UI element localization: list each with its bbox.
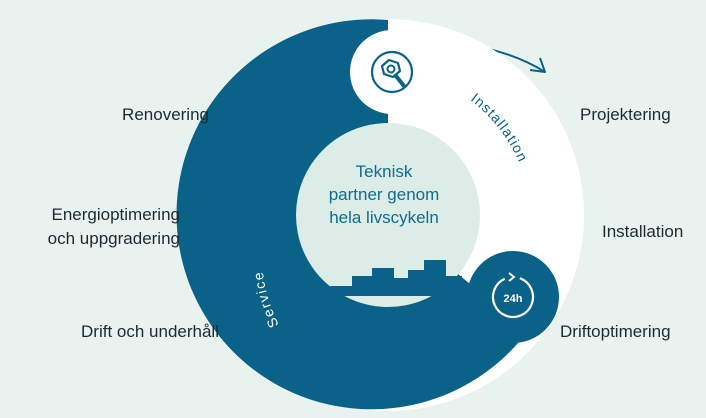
phase-renovering: Renovering — [122, 105, 209, 124]
center-line-1: Teknisk — [355, 162, 413, 181]
phase-energi-line-2: och uppgradering — [47, 229, 180, 248]
clock-badge — [467, 251, 559, 343]
city-skyline-icon — [330, 260, 470, 296]
phase-projektering: Projektering — [580, 105, 671, 124]
badge-24h: 24h — [504, 293, 523, 305]
wrench-nut-icon — [370, 50, 414, 94]
center-line-2: partner genom — [328, 185, 440, 204]
top-arrowhead — [529, 57, 546, 73]
phase-energi-line-1: Energioptimering — [51, 205, 180, 224]
phase-drift-underhall: Drift och underhåll — [81, 322, 219, 341]
center-line-3: hela livscykeln — [329, 208, 439, 227]
phase-driftoptimering: Driftoptimering — [560, 322, 671, 341]
center-title: Teknisk partner genom hela livscykeln — [318, 160, 450, 229]
phase-installation: Installation — [602, 222, 684, 241]
arrow-clockwise-icon — [508, 272, 516, 282]
phase-energioptimering: Energioptimering och uppgradering — [48, 203, 180, 251]
